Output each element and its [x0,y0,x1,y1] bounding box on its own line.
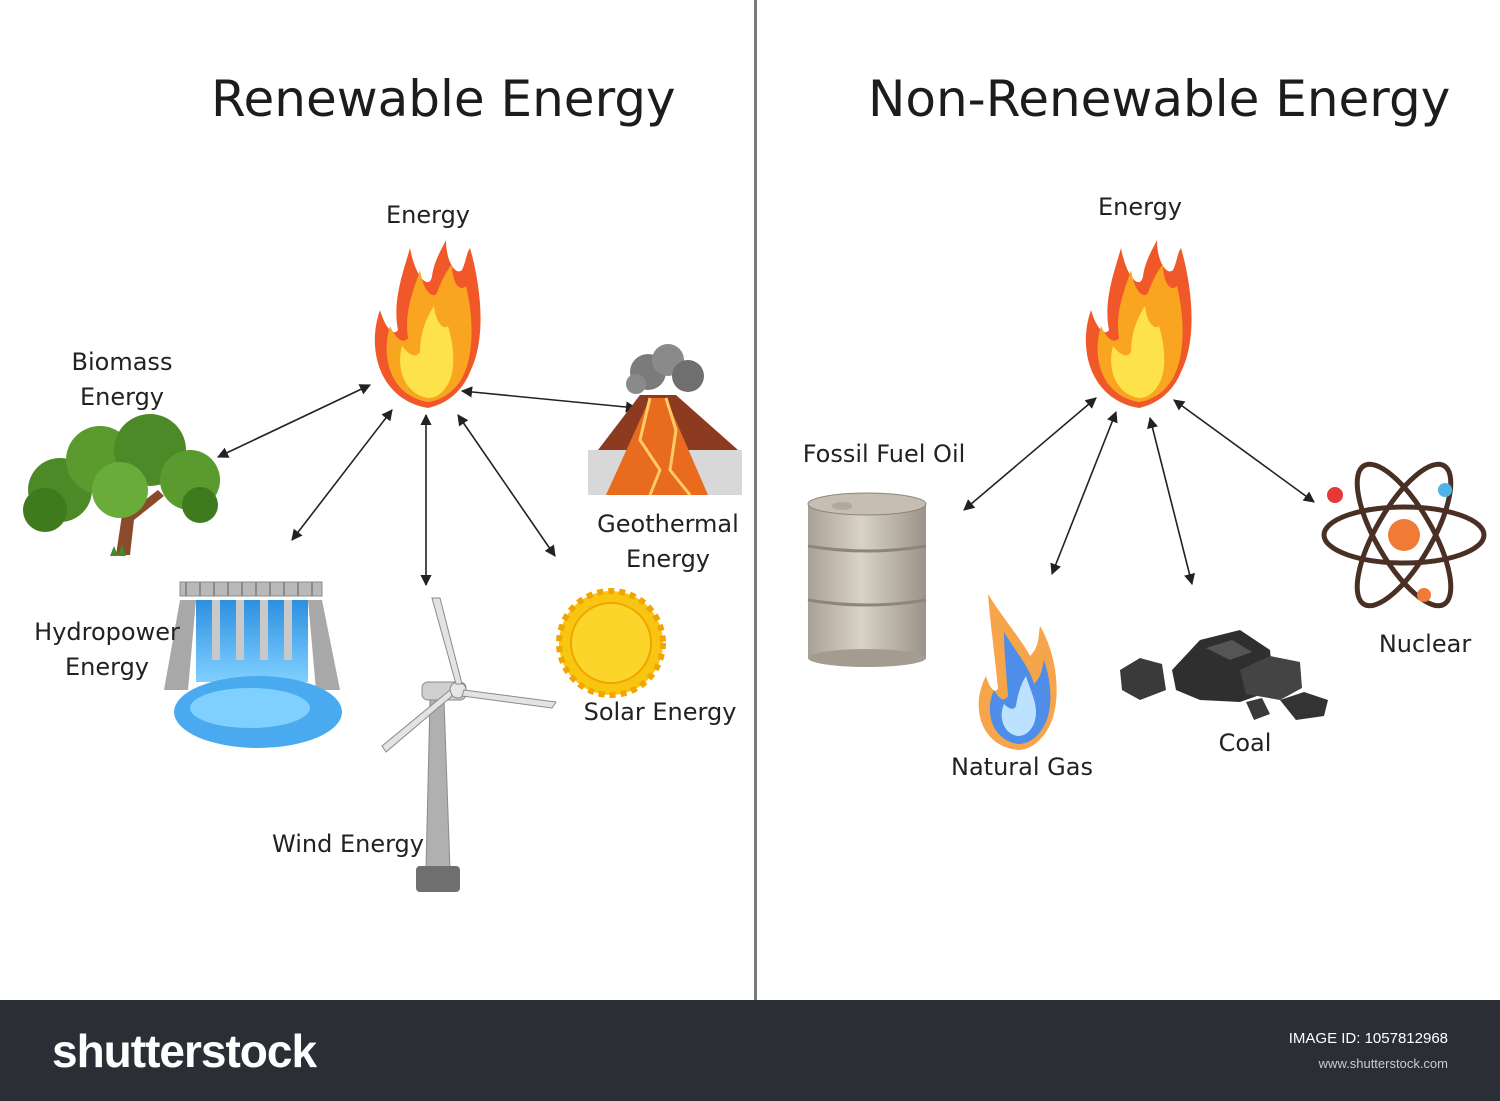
hydropower-label: Hydropower Energy [22,615,192,685]
gas-flame-icon [979,594,1057,750]
non-renewable-center-label: Energy [1080,190,1200,225]
biomass-label: Biomass Energy [42,345,202,415]
biomass-label-line2: Energy [42,380,202,415]
wind-label: Wind Energy [268,827,428,862]
brand-logo: shutterstock [52,1024,316,1078]
tree-icon [23,414,220,556]
fossil-fuel-oil-label: Fossil Fuel Oil [798,437,970,472]
solar-label: Solar Energy [580,695,740,730]
site-url-text: www.shutterstock.com [1319,1056,1448,1071]
image-id-text: IMAGE ID: 1057812968 [1289,1030,1448,1047]
non-renewable-title: Non-Renewable Energy [868,70,1450,128]
geothermal-label: Geothermal Energy [588,507,748,577]
hydropower-label-line2: Energy [22,650,192,685]
arrow-to-gas [1052,412,1116,574]
natural-gas-label: Natural Gas [942,750,1102,785]
diagram-canvas: Renewable Energy Non-Renewable Energy En… [0,0,1500,1000]
nuclear-label: Nuclear [1370,627,1480,662]
arrow-to-solar [458,415,555,556]
geothermal-label-line2: Energy [588,542,748,577]
arrow-to-oil [964,398,1096,510]
oil-barrel-icon [808,493,926,667]
right-arrows [964,398,1314,584]
coal-label: Coal [1205,726,1285,761]
arrow-to-nuclear [1174,400,1314,502]
renewable-title: Renewable Energy [211,70,676,128]
arrow-to-geothermal [462,391,636,408]
diagram-graphics [0,0,1500,1000]
arrow-to-coal [1150,418,1192,584]
left-arrows [218,385,636,585]
coal-icon [1120,630,1328,720]
atom-icon [1324,452,1484,619]
volcano-icon [588,344,742,495]
arrow-to-biomass [218,385,370,457]
arrow-to-hydro [292,410,392,540]
flame-icon [1086,240,1192,408]
geothermal-label-line1: Geothermal [588,507,748,542]
renewable-center-label: Energy [368,198,488,233]
biomass-label-line1: Biomass [42,345,202,380]
sun-icon [559,591,663,695]
flame-icon [375,240,481,408]
hydropower-label-line1: Hydropower [22,615,192,650]
